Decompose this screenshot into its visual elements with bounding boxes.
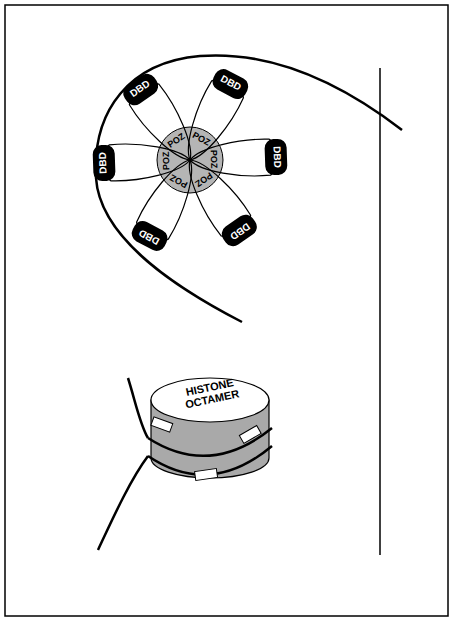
dna-marker — [239, 426, 261, 444]
figure-border — [5, 5, 448, 616]
dna-strand — [128, 378, 148, 438]
dna-strand — [148, 428, 272, 456]
dbd-cap — [120, 70, 162, 109]
dna-strand — [98, 456, 148, 550]
domain-label: DBD — [271, 135, 283, 179]
dna-marker — [151, 417, 173, 432]
domain-label: DBD — [97, 141, 109, 185]
dbd-cap — [218, 211, 260, 250]
dna-marker — [195, 469, 218, 481]
dna-strand — [96, 55, 402, 322]
histone-cylinder: HISTONE OCTAMER — [145, 370, 275, 480]
dna-strand — [148, 446, 272, 475]
domain-label: POZ — [161, 139, 172, 183]
divider-line — [379, 68, 381, 555]
protein-monomer: DBD POZ — [87, 138, 190, 186]
